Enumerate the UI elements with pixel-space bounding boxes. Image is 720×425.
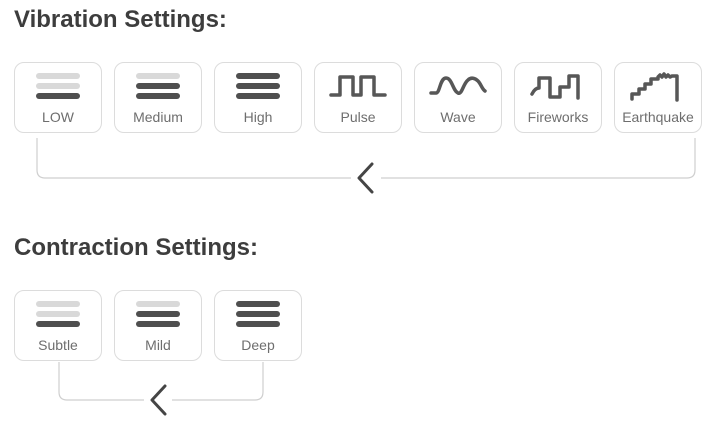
bars-low-icon xyxy=(15,63,101,109)
option-wave[interactable]: Wave xyxy=(414,62,502,133)
wave-fireworks-icon xyxy=(515,63,601,109)
contraction-options-row: Subtle Mild Deep xyxy=(14,290,302,361)
bracket-line-left xyxy=(36,138,351,179)
option-label: Deep xyxy=(241,337,275,353)
contraction-settings-heading: Contraction Settings: xyxy=(14,234,258,261)
wave-sine-icon xyxy=(415,63,501,109)
option-high[interactable]: High xyxy=(214,62,302,133)
vibration-carousel-bracket xyxy=(36,138,696,194)
option-label: Pulse xyxy=(340,109,376,125)
bracket-line-left xyxy=(58,362,144,401)
option-low[interactable]: LOW xyxy=(14,62,102,133)
bars-high-icon xyxy=(215,63,301,109)
option-earthquake[interactable]: Earthquake xyxy=(614,62,702,133)
bars-medium-icon xyxy=(115,291,201,337)
vibration-prev-arrow-icon[interactable] xyxy=(357,162,374,194)
bracket-line-right xyxy=(172,362,264,401)
bars-medium-icon xyxy=(115,63,201,109)
option-fireworks[interactable]: Fireworks xyxy=(514,62,602,133)
vibration-settings-heading: Vibration Settings: xyxy=(14,6,227,33)
option-label: Earthquake xyxy=(622,109,694,125)
option-subtle[interactable]: Subtle xyxy=(14,290,102,361)
bracket-line-right xyxy=(381,138,696,179)
option-label: LOW xyxy=(42,109,74,125)
option-mild[interactable]: Mild xyxy=(114,290,202,361)
contraction-carousel-bracket xyxy=(58,362,264,416)
bars-low-icon xyxy=(15,291,101,337)
option-label: Fireworks xyxy=(527,109,589,125)
option-pulse[interactable]: Pulse xyxy=(314,62,402,133)
option-medium[interactable]: Medium xyxy=(114,62,202,133)
option-label: High xyxy=(243,109,273,125)
option-label: Subtle xyxy=(38,337,78,353)
wave-earthquake-icon xyxy=(615,63,701,109)
option-label: Wave xyxy=(440,109,476,125)
contraction-prev-arrow-icon[interactable] xyxy=(150,384,167,416)
vibration-options-row: LOW Medium High Pulse Wave Fireworks Earth… xyxy=(14,62,702,133)
wave-pulse-icon xyxy=(315,63,401,109)
option-label: Mild xyxy=(145,337,171,353)
option-deep[interactable]: Deep xyxy=(214,290,302,361)
option-label: Medium xyxy=(133,109,183,125)
bars-high-icon xyxy=(215,291,301,337)
